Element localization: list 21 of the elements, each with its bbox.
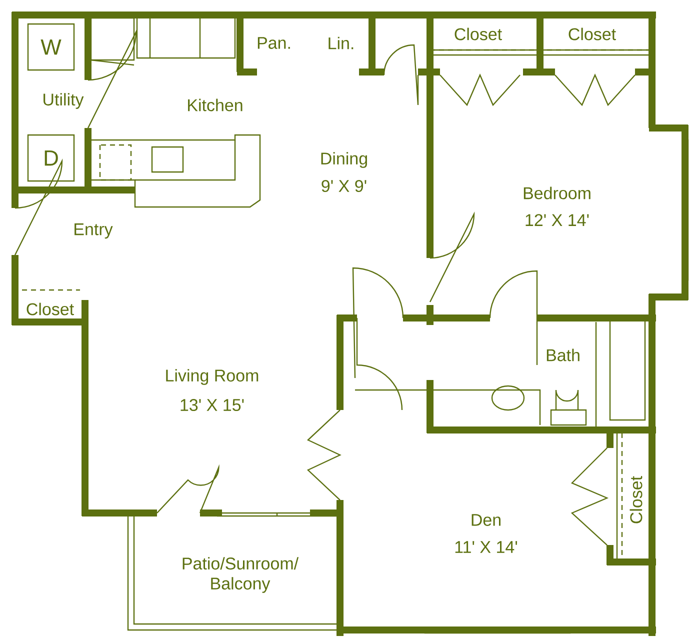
- room-dimensions: 12' X 14': [526, 214, 589, 226]
- room-label: Entry: [74, 223, 113, 239]
- room-label: Closet: [630, 476, 642, 524]
- room-label: Closet: [26, 302, 74, 316]
- room-label: Pan.: [258, 37, 290, 49]
- room-label: Bedroom: [524, 186, 590, 200]
- room-label: Living Room: [166, 369, 258, 385]
- room-dimensions: 9' X 9': [322, 180, 366, 192]
- room-label: Den: [472, 514, 500, 526]
- room-dimensions: 13' X 15': [180, 398, 244, 412]
- room-label: Utility: [44, 93, 84, 109]
- room-label: Closet: [568, 28, 616, 40]
- room-label: Patio/Sunroom/ Balcony: [182, 557, 299, 593]
- room-label: Lin.: [328, 36, 354, 50]
- room-dimensions: 11' X 14': [455, 541, 518, 553]
- room-label: Closet: [454, 28, 502, 40]
- room-label: Kitchen: [188, 98, 242, 112]
- room-label: Bath: [546, 348, 580, 362]
- room-label: Dining: [321, 152, 367, 168]
- appliance-box: D: [27, 134, 75, 182]
- appliance-box: W: [27, 23, 75, 71]
